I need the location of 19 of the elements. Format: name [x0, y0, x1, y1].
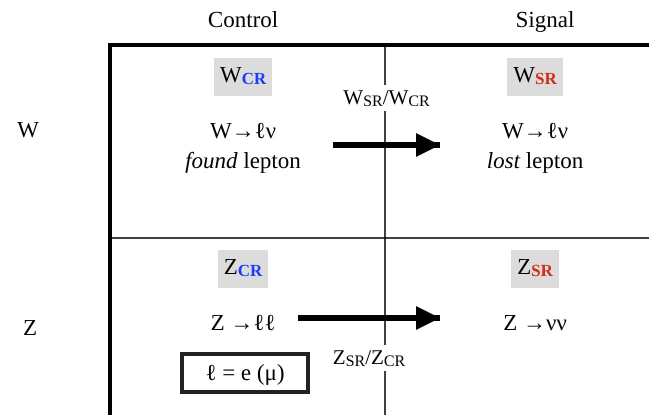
edge-label: Z$_{SR}$/Z$_{CR}$: [330, 345, 408, 371]
description-text: found lepton: [185, 147, 301, 175]
decay-formula: W→ℓν: [502, 117, 568, 145]
arrow: [298, 306, 440, 330]
decay-formula: Z →νν: [503, 309, 567, 337]
region-tag: W$_{SR}$: [507, 58, 563, 96]
column-header: Control: [208, 7, 278, 33]
region-tag: Z$_{CR}$: [218, 250, 268, 288]
edge-label: W$_{SR}$/W$_{CR}$: [341, 85, 432, 111]
row-header: Z: [22, 315, 38, 341]
decay-formula: Z →ℓℓ: [210, 309, 276, 337]
region-tag: Z$_{SR}$: [511, 250, 559, 288]
arrow: [333, 133, 440, 157]
note-box: ℓ = e (μ): [180, 352, 310, 394]
column-header: Signal: [516, 7, 574, 33]
row-header: W: [17, 117, 39, 143]
description-text: lost lepton: [486, 147, 584, 175]
decay-formula: W→ℓν: [210, 117, 276, 145]
region-tag: W$_{CR}$: [214, 58, 272, 96]
